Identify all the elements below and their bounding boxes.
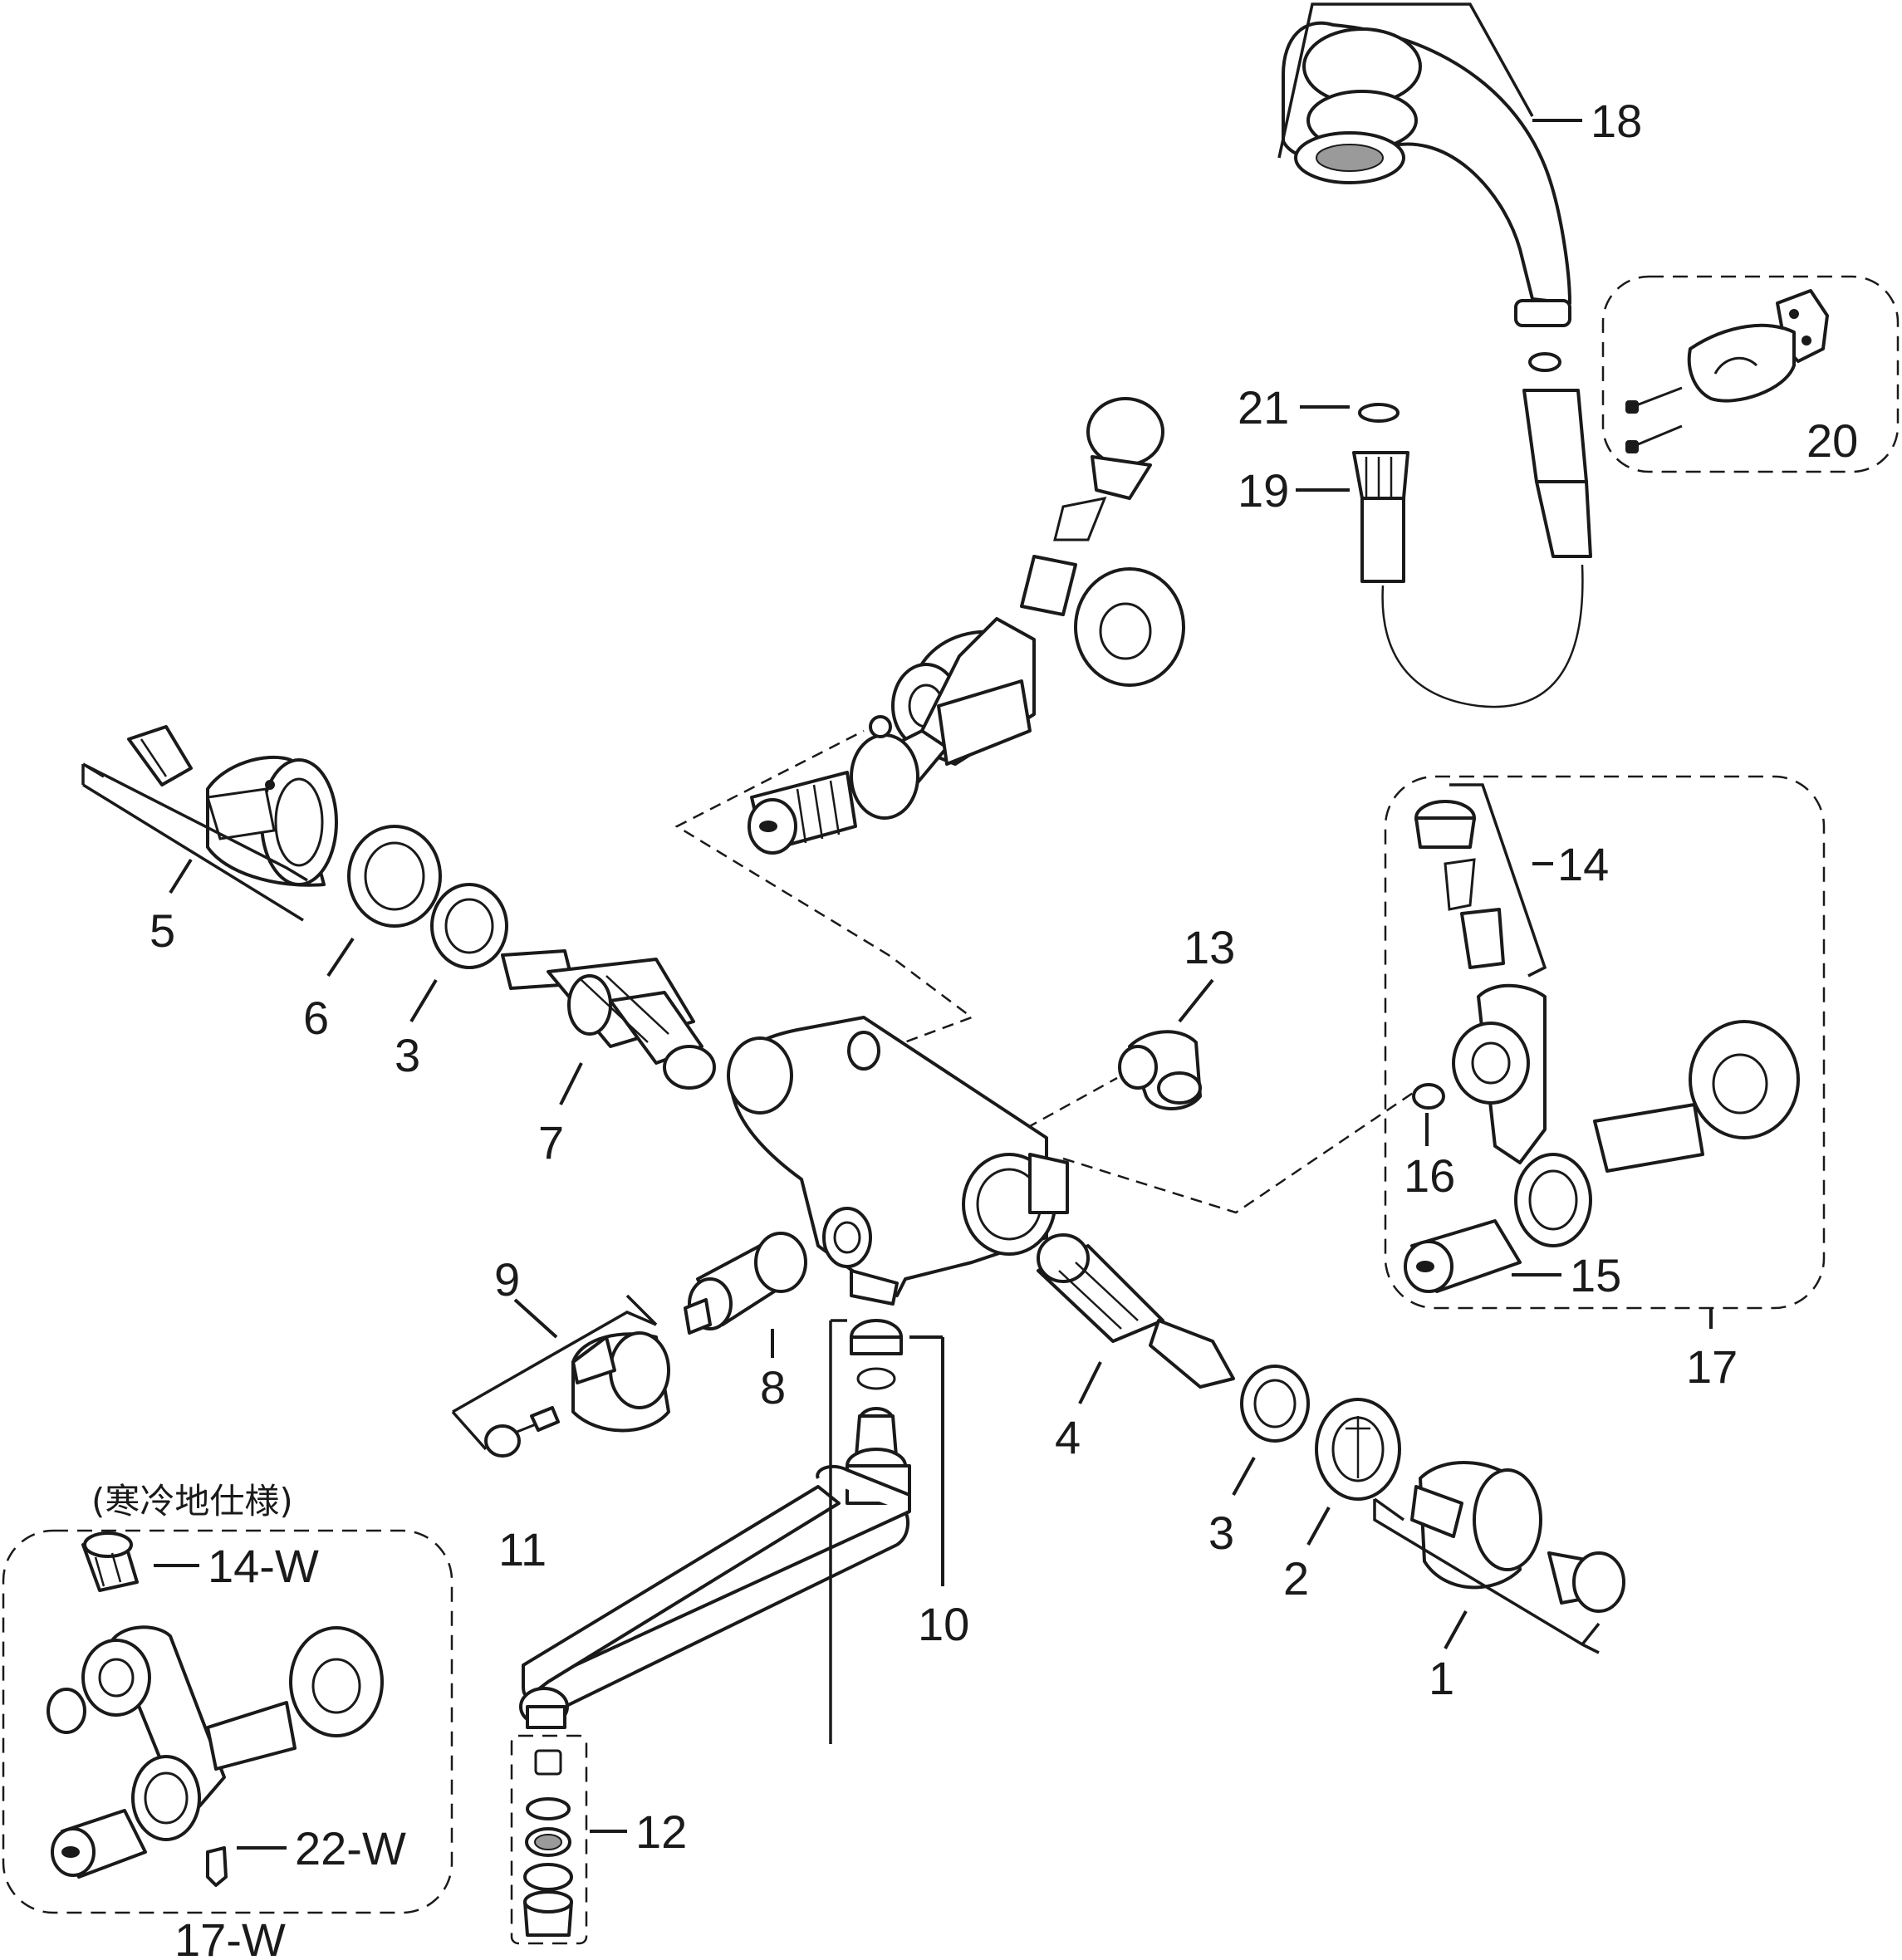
group-box-20 <box>1601 275 1900 473</box>
group-box-17 <box>1384 775 1826 1310</box>
ring-part-6 <box>347 825 442 928</box>
handle-part-5 <box>81 725 338 922</box>
label-2: 2 <box>1283 1552 1309 1605</box>
group-box-17w <box>2 1529 453 1914</box>
cartridge-part-4 <box>1037 1233 1235 1389</box>
leader-5 <box>169 858 193 894</box>
label-19: 19 <box>1238 464 1289 517</box>
leader-7 <box>559 1062 583 1105</box>
group-box-12 <box>510 1734 588 1945</box>
label-10: 10 <box>918 1598 969 1650</box>
leader-2 <box>1306 1507 1331 1546</box>
label-14: 14 <box>1557 838 1609 890</box>
label-7: 7 <box>538 1116 564 1169</box>
nut-part-3-left <box>430 883 508 969</box>
connection-line-right-assembly <box>1062 1086 1421 1214</box>
leader-13 <box>1178 978 1214 1023</box>
label-15: 15 <box>1570 1249 1621 1301</box>
handle-part-9 <box>451 1294 670 1458</box>
leader-3-right <box>1232 1457 1256 1496</box>
label-1: 1 <box>1429 1652 1454 1704</box>
top-valve-assembly <box>748 397 1185 855</box>
elbow-part-13 <box>1118 1030 1202 1110</box>
label-9: 9 <box>494 1253 520 1306</box>
label-4: 4 <box>1055 1411 1081 1463</box>
label-11: 11 <box>498 1523 547 1575</box>
label-20: 20 <box>1806 414 1858 467</box>
label-21: 21 <box>1238 381 1289 434</box>
label-6: 6 <box>303 992 329 1044</box>
leader-6 <box>326 937 355 978</box>
label-3-right: 3 <box>1208 1507 1234 1559</box>
label-5: 5 <box>150 904 175 957</box>
label-8: 8 <box>760 1361 786 1414</box>
connection-line-elbow <box>925 1076 1118 1185</box>
label-17: 17 <box>1686 1340 1738 1393</box>
label-3-left: 3 <box>395 1029 420 1081</box>
ring-part-2 <box>1315 1398 1401 1501</box>
leader-1 <box>1444 1610 1468 1649</box>
label-17w: 17-W <box>174 1913 286 1960</box>
valve-part-8 <box>684 1232 807 1335</box>
label-13: 13 <box>1184 921 1235 973</box>
inlet-assembly-part-17 <box>1404 783 1800 1293</box>
label-14w: 14-W <box>208 1540 319 1592</box>
leader-4 <box>1078 1361 1102 1404</box>
aerator-part-12 <box>523 1749 573 1937</box>
shower-head-part-18 <box>1277 2 1571 327</box>
cartridge-part-7 <box>501 949 716 1090</box>
label-22w: 22-W <box>295 1822 406 1874</box>
handle-part-1 <box>1373 1461 1625 1654</box>
nut-part-3-right <box>1240 1365 1310 1443</box>
spout-part-11 <box>519 1319 911 1744</box>
connection-line-top-assembly <box>674 729 974 1050</box>
leader-3-left <box>409 978 438 1023</box>
hose-part-19 <box>1352 352 1592 708</box>
leader-9 <box>513 1298 558 1339</box>
label-16: 16 <box>1404 1149 1455 1202</box>
shower-holder-part-20 <box>1625 289 1829 453</box>
mixer-body <box>727 1016 1069 1306</box>
cold-region-note: (寒冷地仕様) <box>91 1481 293 1521</box>
label-18: 18 <box>1591 95 1642 147</box>
inlet-assembly-part-17w <box>47 1531 384 1887</box>
label-12: 12 <box>635 1806 687 1858</box>
